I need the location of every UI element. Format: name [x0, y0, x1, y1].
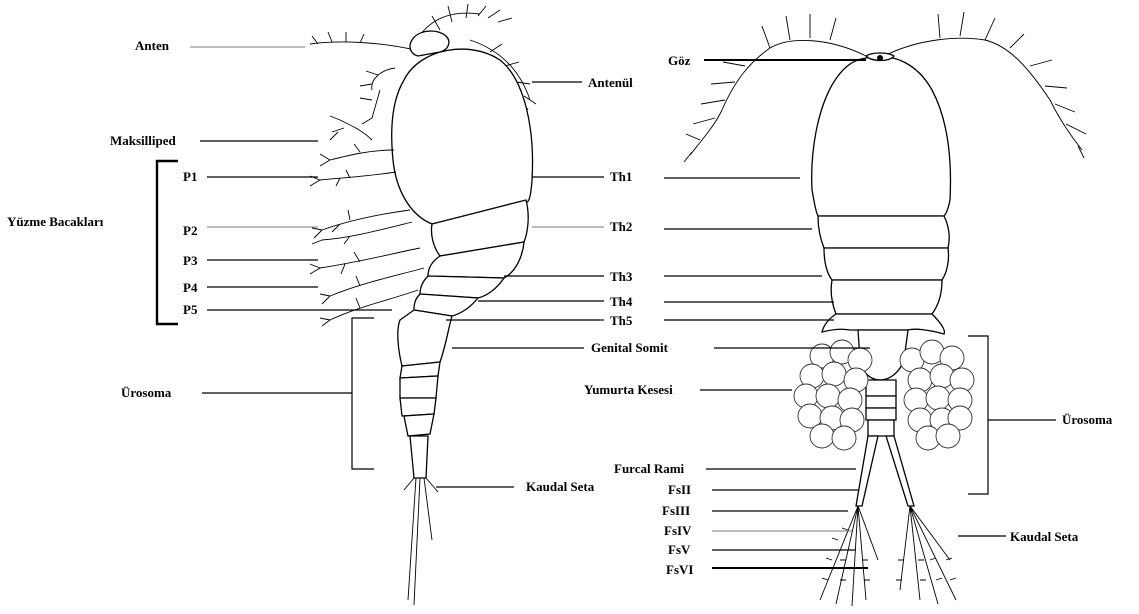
label-fsiii: FsIII — [662, 503, 690, 518]
label-goz: Göz — [668, 53, 691, 68]
label-antenul: Antenül — [588, 75, 633, 90]
label-yumurta-kesesi: Yumurta Kesesi — [584, 382, 673, 397]
label-urosoma-lateral: Ürosoma — [121, 385, 172, 400]
label-th5: Th5 — [610, 313, 633, 328]
label-th1: Th1 — [610, 169, 632, 184]
label-th2: Th2 — [610, 219, 632, 234]
label-th3: Th3 — [610, 269, 633, 284]
label-fsii: FsII — [668, 482, 691, 497]
label-fsiv: FsIV — [664, 523, 692, 538]
label-fsvi: FsVI — [666, 562, 693, 577]
label-anten: Anten — [135, 38, 170, 53]
label-genital-somit: Genital Somit — [591, 340, 669, 355]
label-furcal-rami: Furcal Rami — [614, 461, 685, 476]
label-kaudal-seta-lateral: Kaudal Seta — [526, 479, 595, 494]
swimming-legs-bracket — [157, 161, 178, 324]
label-urosoma-dorsal: Ürosoma — [1062, 412, 1113, 427]
lateral-copepod-drawing — [310, 4, 536, 605]
label-p3: P3 — [183, 253, 198, 268]
label-yuzme-bacaklari: Yüzme Bacakları — [7, 214, 104, 229]
label-p2: P2 — [183, 223, 197, 238]
label-p1: P1 — [183, 169, 197, 184]
label-p4: P4 — [183, 280, 198, 295]
label-kaudal-seta-dorsal: Kaudal Seta — [1010, 529, 1079, 544]
label-p5: P5 — [183, 302, 198, 317]
label-maksilliped: Maksilliped — [110, 133, 177, 148]
dorsal-copepod-drawing — [684, 12, 1086, 606]
label-th4: Th4 — [610, 294, 633, 309]
lateral-urosome-bracket — [352, 318, 374, 469]
label-fsv: FsV — [668, 542, 691, 557]
